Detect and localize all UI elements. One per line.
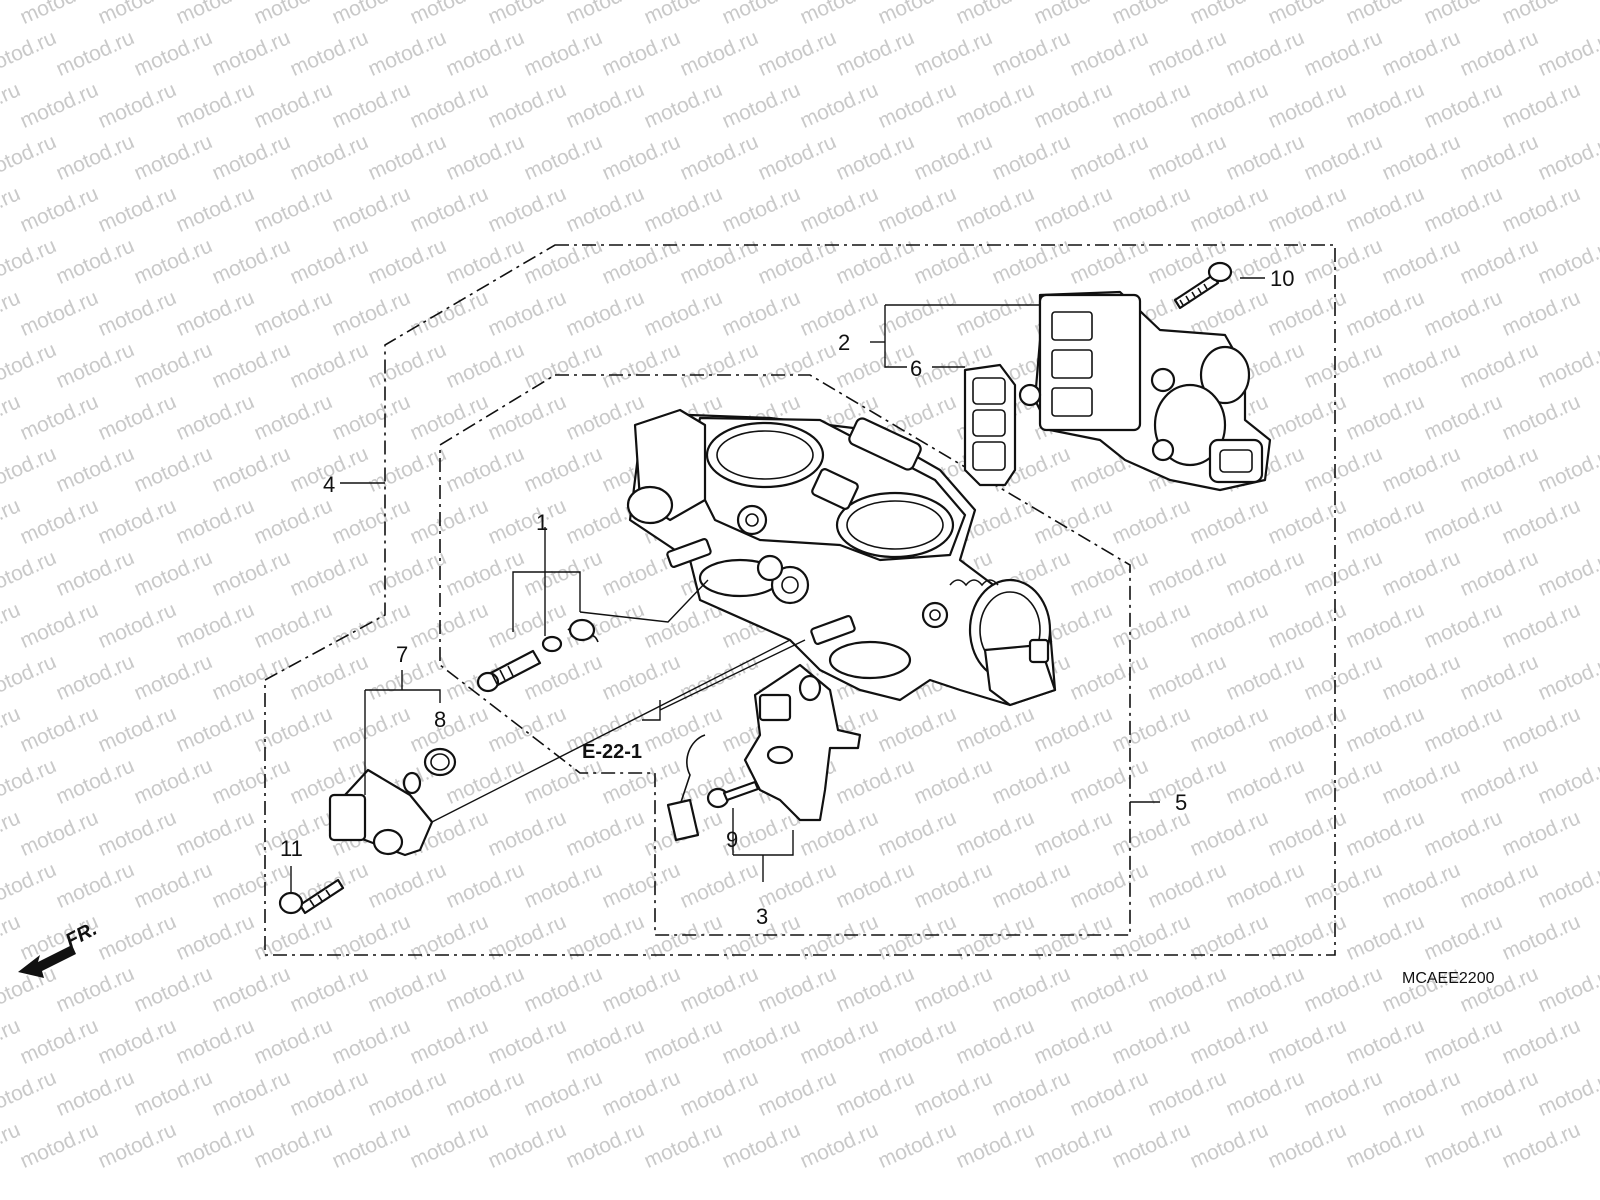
callout-5: 5 [1175, 790, 1187, 815]
screw-11 [278, 878, 345, 915]
iacv-gasket [963, 363, 1017, 487]
callout-1: 1 [536, 510, 548, 535]
adjust-screw-set [476, 618, 599, 693]
diagram-code: MCAEE2200 [1402, 970, 1495, 987]
callout-7: 7 [396, 642, 408, 667]
front-arrow-icon: FR. [18, 918, 101, 978]
callout-9: 9 [726, 827, 738, 852]
callout-2: 2 [838, 330, 850, 355]
reference-label: E-22-1 [582, 741, 642, 763]
callout-6: 6 [910, 356, 922, 381]
callout-3: 3 [756, 904, 768, 929]
screw-10 [1173, 261, 1233, 310]
callout-11: 11 [280, 836, 303, 861]
idle-air-control-valve [1018, 290, 1272, 492]
assembly-4-boundary [264, 244, 1336, 956]
callout-4: 4 [323, 472, 335, 497]
callout-8: 8 [434, 707, 446, 732]
callout-10: 10 [1270, 266, 1294, 291]
o-ring [423, 747, 457, 777]
screw-9 [706, 780, 760, 809]
map-sensor [328, 768, 434, 857]
throttle-position-sensor [666, 663, 862, 842]
leader-lines [290, 277, 1265, 893]
throttle-body [626, 408, 1057, 707]
